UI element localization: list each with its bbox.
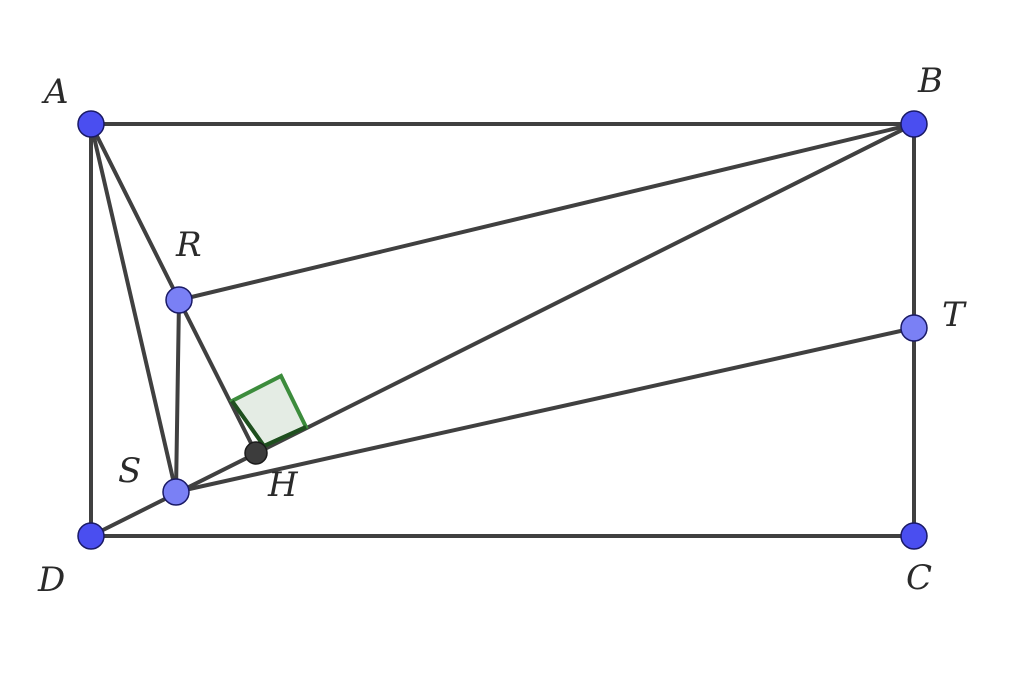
- point-S[interactable]: [162, 478, 190, 506]
- point-H[interactable]: [244, 441, 268, 465]
- label-B: B: [917, 61, 943, 101]
- segment-ST: [174, 326, 916, 494]
- label-H: H: [267, 465, 299, 505]
- segment-DB: [89, 122, 916, 538]
- segment-RH: [177, 298, 258, 455]
- segment-RS: [174, 298, 181, 494]
- label-R: R: [175, 225, 202, 265]
- points: [77, 110, 928, 550]
- label-C: C: [906, 558, 932, 598]
- label-A: A: [41, 72, 69, 112]
- point-T[interactable]: [900, 314, 928, 342]
- point-A[interactable]: [77, 110, 105, 138]
- label-D: D: [37, 560, 65, 600]
- label-S: S: [118, 451, 141, 491]
- segment-AS: [89, 122, 178, 494]
- point-B[interactable]: [900, 110, 928, 138]
- point-D[interactable]: [77, 522, 105, 550]
- point-C[interactable]: [900, 522, 928, 550]
- segment-RB: [177, 122, 916, 302]
- labels: A B C D R S T H: [37, 61, 967, 600]
- label-T: T: [942, 295, 967, 335]
- point-R[interactable]: [165, 286, 193, 314]
- segment-AR: [89, 122, 181, 302]
- segments: [89, 122, 916, 538]
